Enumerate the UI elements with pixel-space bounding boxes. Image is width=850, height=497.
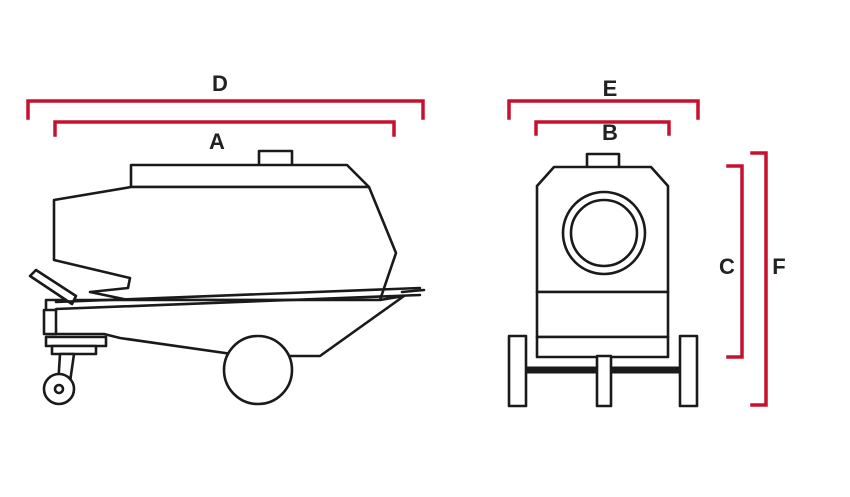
front-wheel-left	[507, 334, 528, 408]
front-view	[507, 152, 699, 408]
side-front-bracket	[42, 308, 58, 336]
label-f: F	[772, 254, 785, 279]
dimension-brackets	[26, 99, 768, 407]
side-caster-plate	[44, 335, 108, 348]
dimension-a-line	[53, 120, 396, 137]
side-handle-bar	[54, 286, 422, 304]
label-a: A	[209, 129, 225, 154]
label-d: D	[212, 71, 228, 96]
dimension-labels: D A E B C F	[209, 71, 786, 279]
front-outlet-inner	[569, 198, 639, 268]
side-tow-handle	[28, 268, 78, 306]
dimension-c-line	[726, 164, 744, 359]
dimension-f-line	[750, 151, 768, 407]
front-fuel-tank	[535, 290, 670, 339]
side-main-wheel	[222, 334, 294, 406]
side-upper-housing	[129, 163, 371, 189]
side-main-housing	[52, 185, 398, 302]
label-e: E	[603, 76, 618, 101]
dimension-d-line	[26, 99, 425, 120]
dimension-b-line	[534, 120, 671, 136]
side-handle-bar-lower	[54, 293, 422, 311]
side-view	[28, 149, 426, 406]
label-c: C	[719, 254, 735, 279]
side-caster-hub	[53, 383, 65, 395]
front-wheel-right	[678, 334, 699, 408]
front-caster-leg	[595, 354, 613, 408]
side-handle-rear	[400, 288, 426, 294]
label-b: B	[602, 120, 618, 145]
front-base	[535, 335, 670, 359]
dimension-e-line	[507, 99, 700, 120]
